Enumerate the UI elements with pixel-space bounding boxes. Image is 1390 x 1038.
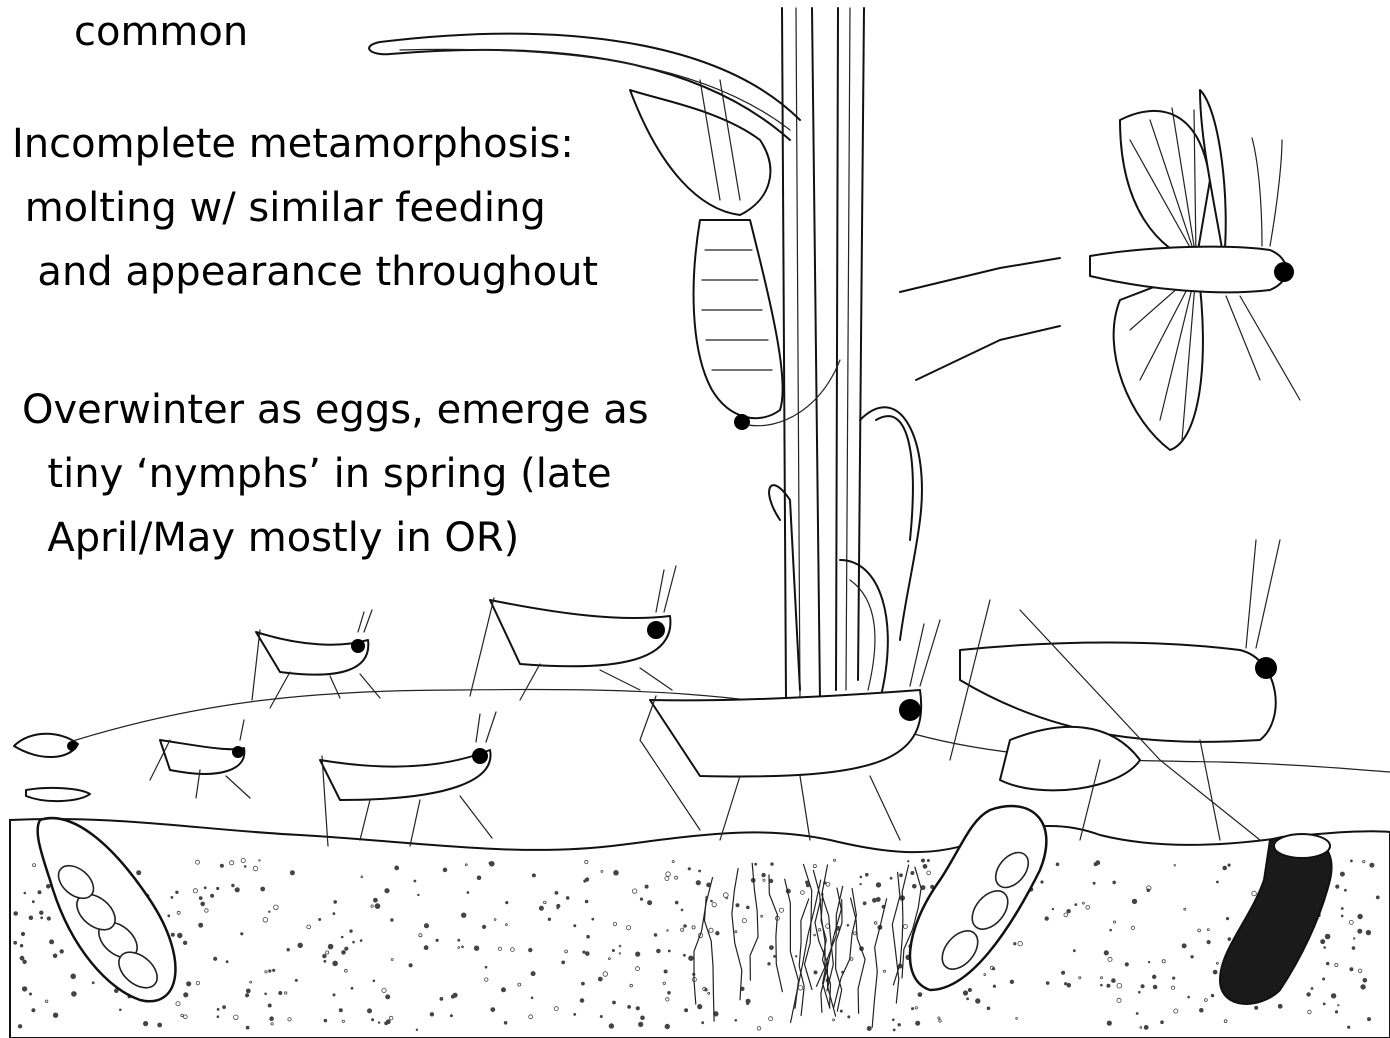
nymph-instar-1	[150, 720, 250, 798]
heading-fragment: common	[74, 0, 248, 64]
nymph-instar-3	[320, 712, 496, 846]
nymph-instar-5	[640, 620, 940, 840]
nymph-instar-2	[252, 610, 380, 708]
molting-grasshopper	[630, 80, 840, 430]
hatchling-nymph	[14, 734, 90, 801]
soil	[10, 819, 1390, 1038]
overwinter-line-1: Overwinter as eggs, emerge as	[22, 378, 649, 442]
metamorphosis-line-1: Incomplete metamorphosis:	[12, 112, 574, 176]
nymph-instar-4	[470, 566, 676, 700]
metamorphosis-line-3: and appearance throughout	[12, 240, 598, 304]
flying-adult-grasshopper	[900, 90, 1300, 450]
overwinter-line-2: tiny ‘nymphs’ in spring (late	[22, 442, 612, 506]
metamorphosis-line-2: molting w/ similar feeding	[12, 176, 546, 240]
overwinter-line-3: April/May mostly in OR)	[22, 506, 519, 570]
adult-grasshopper	[950, 540, 1280, 840]
